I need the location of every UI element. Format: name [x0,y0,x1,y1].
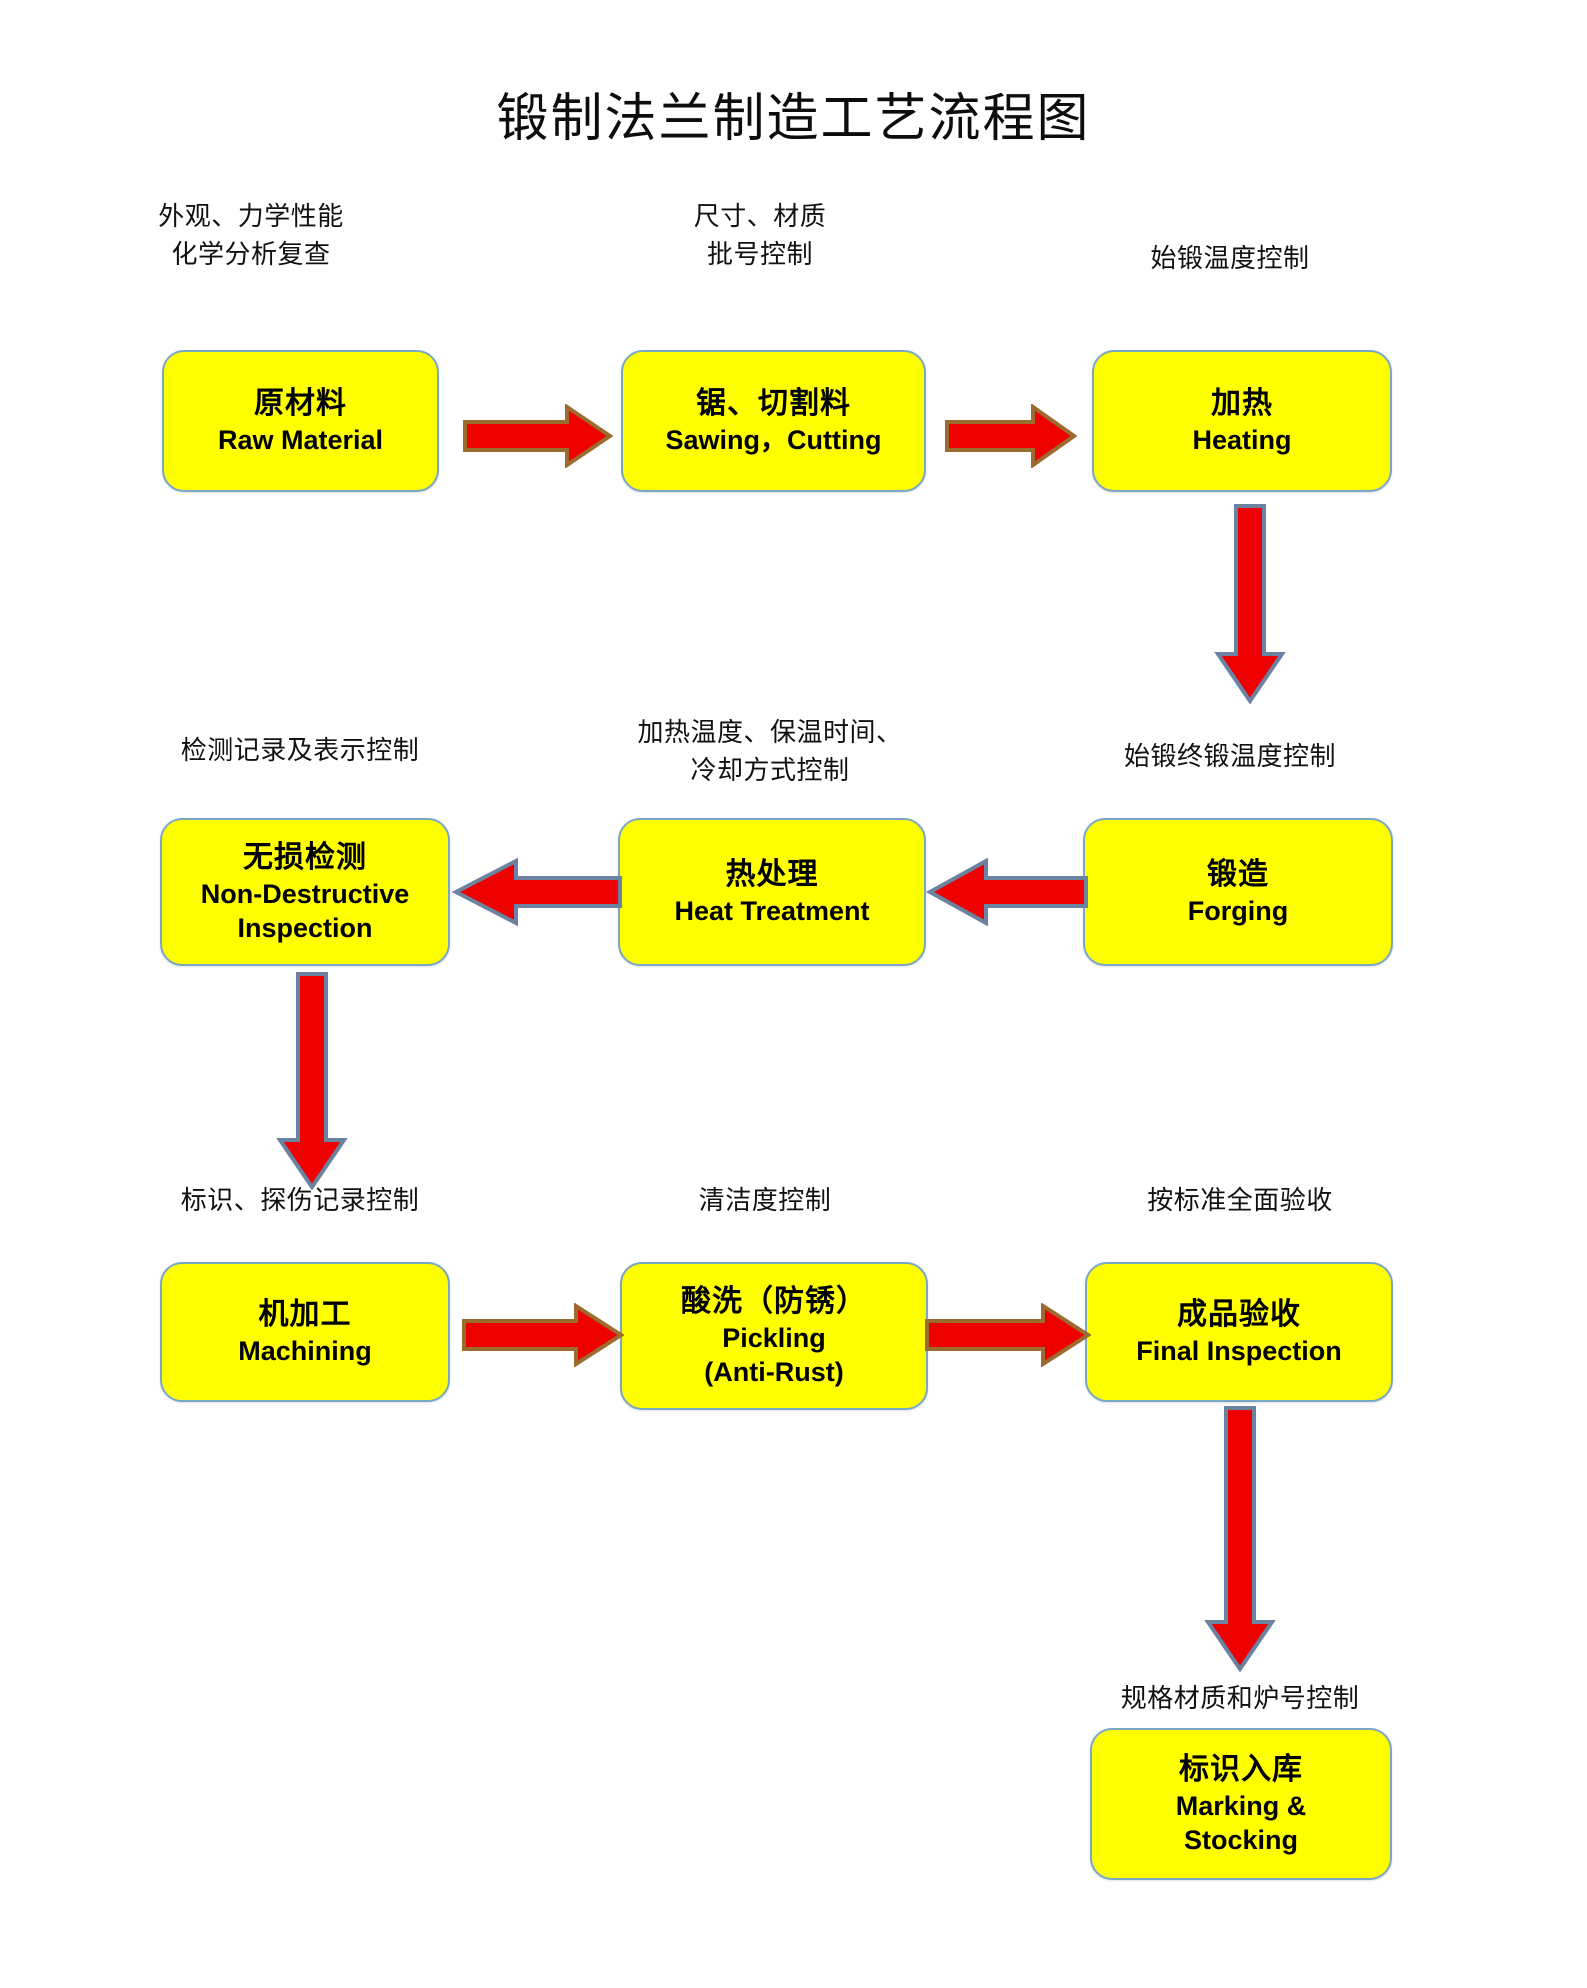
caption-raw-material: 外观、力学性能 化学分析复查 [158,202,344,269]
node-label-en: Machining [238,1336,372,1366]
node-label-en: Sawing，Cutting [665,425,882,455]
node-label-en: Final Inspection [1136,1336,1342,1366]
node-label-en: Non-Destructive Inspection [200,879,410,943]
node-non-destructive-inspection[interactable]: 无损检测 Non-Destructive Inspection [160,818,450,966]
node-label-cn: 机加工 [258,1298,352,1331]
node-label-cn: 热处理 [725,858,819,891]
arrow-pickling-to-final-inspection [925,1303,1091,1367]
node-sawing-cutting[interactable]: 锯、切割料 Sawing，Cutting [621,350,926,492]
node-label-en: Heating [1192,425,1292,455]
node-label-en: Forging [1187,896,1289,926]
caption-non-destructive-inspection: 检测记录及表示控制 [180,736,420,765]
node-label-cn: 酸洗（防锈） [681,1285,867,1318]
node-heat-treatment[interactable]: 热处理 Heat Treatment [618,818,926,966]
node-label-cn: 锻造 [1207,858,1269,891]
arrow-heat-treatment-to-ndi [452,858,622,926]
node-label-en: Raw Material [217,425,384,455]
caption-machining: 标识、探伤记录控制 [180,1186,420,1215]
caption-forging: 始锻终锻温度控制 [1123,742,1336,771]
node-machining[interactable]: 机加工 Machining [160,1262,450,1402]
caption-pickling: 清洁度控制 [698,1186,832,1215]
node-label-cn: 成品验收 [1177,1298,1301,1331]
node-label-cn: 锯、切割料 [696,387,851,420]
arrow-sawing-to-heating [945,404,1077,468]
arrow-forging-to-heat-treatment [926,858,1088,926]
node-forging[interactable]: 锻造 Forging [1083,818,1393,966]
node-heating[interactable]: 加热 Heating [1092,350,1392,492]
caption-heating: 始锻温度控制 [1150,244,1310,273]
node-marking-stocking[interactable]: 标识入库 Marking & Stocking [1090,1728,1392,1880]
page-title: 锻制法兰制造工艺流程图 [496,91,1091,148]
caption-sawing-cutting: 尺寸、材质 批号控制 [693,202,827,269]
arrow-ndi-to-machining [276,972,348,1190]
caption-marking-stocking: 规格材质和炉号控制 [1120,1684,1360,1713]
arrow-final-inspection-to-marking [1204,1406,1276,1672]
node-label-cn: 标识入库 [1179,1753,1303,1786]
node-final-inspection[interactable]: 成品验收 Final Inspection [1085,1262,1393,1402]
node-label-cn: 加热 [1211,387,1273,420]
arrow-machining-to-pickling [462,1303,624,1367]
caption-final-inspection: 按标准全面验收 [1147,1186,1333,1215]
caption-heat-treatment: 加热温度、保温时间、 冷却方式控制 [637,718,903,785]
node-label-en: Heat Treatment [674,896,870,926]
arrow-heating-to-forging [1214,504,1286,704]
node-pickling[interactable]: 酸洗（防锈） Pickling (Anti-Rust) [620,1262,928,1410]
node-label-cn: 原材料 [254,387,347,420]
node-raw-material[interactable]: 原材料 Raw Material [162,350,439,492]
node-label-cn: 无损检测 [243,841,367,874]
arrow-raw-material-to-sawing [463,404,613,468]
node-label-en: Pickling (Anti-Rust) [704,1323,844,1387]
node-label-en: Marking & Stocking [1175,1791,1307,1855]
